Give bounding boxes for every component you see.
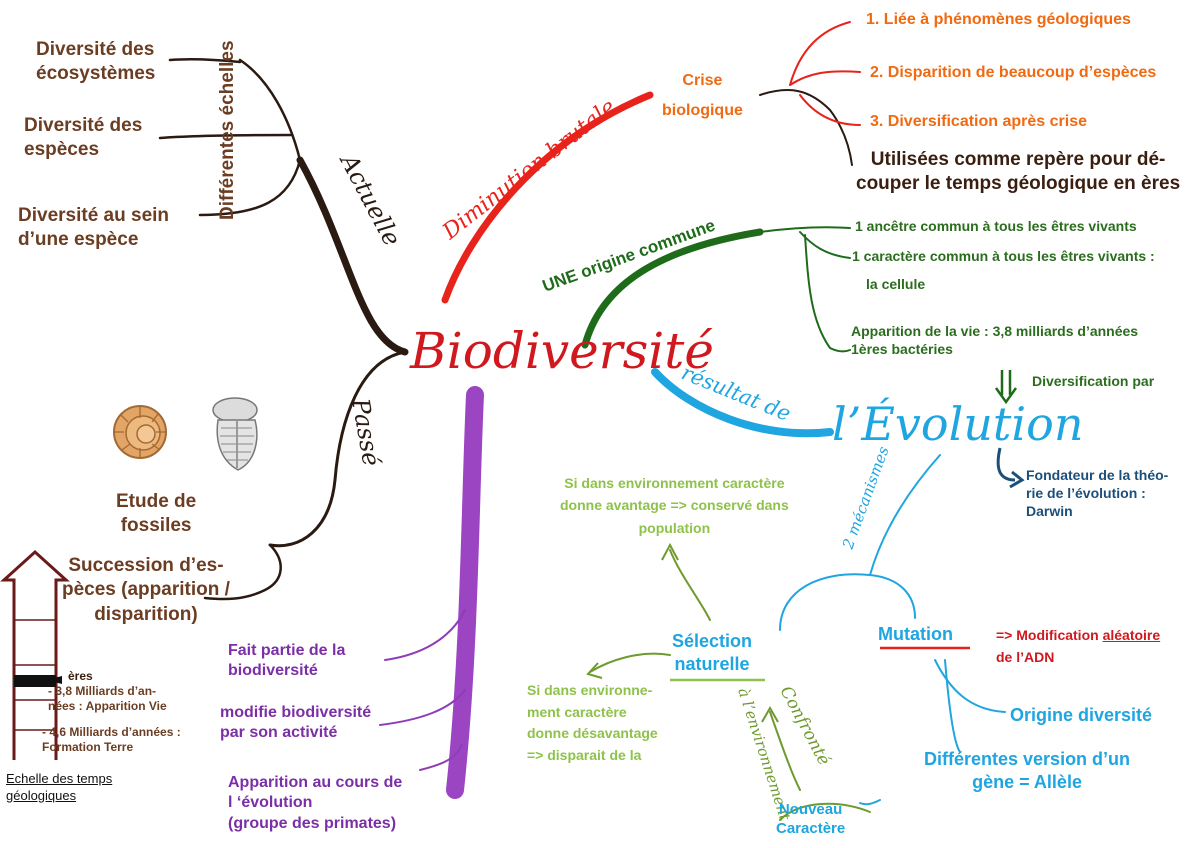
echelles-label: Différentes échelles — [217, 40, 238, 220]
confronte-label: Confronté — [776, 683, 834, 769]
crise-branches — [759, 89, 853, 166]
ammonite-fossil-icon — [113, 405, 167, 459]
fondateur-text: Fondateur de la théo- rie de l’évolution… — [1026, 467, 1169, 519]
mutation-text: Mutation — [878, 624, 953, 644]
biodiversite-title: Biodiversité — [409, 322, 714, 380]
cellule-text: la cellule — [866, 276, 926, 292]
origine-diversite-text: Origine diversité — [1010, 705, 1153, 725]
fait-partie-text: Fait partie de la biodiversité — [228, 642, 346, 680]
fondateur-arrow — [996, 447, 1016, 482]
humain-branch — [446, 386, 484, 799]
origine-branch — [581, 228, 764, 349]
diversite-espece-text: Diversité au sein d’une espèce — [18, 205, 170, 251]
caractere-text: 1 caractère commun à tous les êtres viva… — [852, 248, 1155, 264]
evolution-title: l’Évolution — [832, 396, 1083, 451]
modification-text: => Modification aléatoire de l’ADN — [996, 624, 1160, 669]
resultat-branch — [651, 368, 834, 438]
crise-item-2: 2. Disparition de beaucoup d’espèces — [870, 64, 1157, 81]
modifie-text: modifie biodiversité par son activité — [220, 704, 372, 742]
selection-naturelle-text: Sélection naturelle — [672, 631, 753, 675]
mecanismes-branches — [779, 454, 1006, 806]
fondateur-arrowhead — [1009, 470, 1025, 489]
diminution-label: Diminution brutale — [438, 95, 621, 246]
ancetre-text: 1 ancêtre commun à tous les êtres vivant… — [855, 218, 1137, 234]
repere-text: Utilisées comme repère pour dé- couper l… — [856, 149, 1181, 195]
crise-item-3: 3. Diversification après crise — [870, 113, 1087, 130]
eres-text: ères — [68, 669, 93, 683]
modification-prefix: => Modification — [996, 627, 1103, 643]
actuelle-branch — [158, 57, 409, 356]
desavantage-arrowhead — [586, 662, 603, 679]
actuelle-label: Actuelle — [334, 148, 406, 251]
succession-text: Succession d’es- pèces (apparition / dis… — [62, 555, 230, 625]
crise-item-branches — [789, 21, 861, 126]
formation-terre-text: - 4,6 Milliards d’années : Formation Ter… — [42, 725, 181, 755]
passe-label: Passé — [346, 395, 386, 468]
modification-aleatoire: aléatoire — [1102, 627, 1161, 643]
trilobite-fossil-icon — [212, 397, 258, 471]
timescale-eres-band — [14, 675, 56, 687]
timescale-title: Echelle des temps géologiques — [6, 771, 113, 803]
si-desavantage-text: Si dans environne- ment caractère donne … — [527, 682, 658, 764]
avantage-arrowhead — [661, 542, 679, 561]
diversite-especes-text: Diversité des espèces — [24, 115, 143, 161]
apparition-vie-text: - 3,8 Milliards d’an- nées : Apparition … — [48, 684, 167, 714]
diminution-branch — [441, 91, 654, 304]
double-down-arrow-icon — [994, 370, 1018, 405]
humain-sub-branches — [379, 609, 466, 771]
timescale-arrow — [0, 549, 70, 760]
apparition-primates-text: Apparition au cours de l ‘évolution (gro… — [228, 774, 403, 832]
eres-arrow — [46, 676, 62, 684]
differentes-versions-text: Différentes version d’un gène = Allèle — [924, 749, 1131, 793]
confronte-arrowhead — [761, 705, 779, 723]
passe-branch — [203, 350, 407, 601]
crise-item-1: 1. Liée à phénomènes géologiques — [866, 11, 1131, 28]
diversite-ecosystemes-text: Diversité des écosystèmes — [36, 39, 156, 85]
modification-suffix: de l’ADN — [996, 649, 1055, 666]
si-avantage-text: Si dans environnement caractère donne av… — [560, 475, 789, 536]
origine-sub-branches — [759, 226, 851, 353]
apparition-vie-origine-text: Apparition de la vie : 3,8 milliards d’a… — [851, 323, 1139, 357]
nouveau-caractere-text: Nouveau Caractère — [776, 801, 846, 838]
etude-fossiles-text: Etude de fossiles — [116, 491, 197, 537]
diversification-text: Diversification par — [1032, 373, 1155, 389]
selection-branches — [589, 549, 871, 821]
crise-label: Crise biologique — [662, 72, 743, 120]
